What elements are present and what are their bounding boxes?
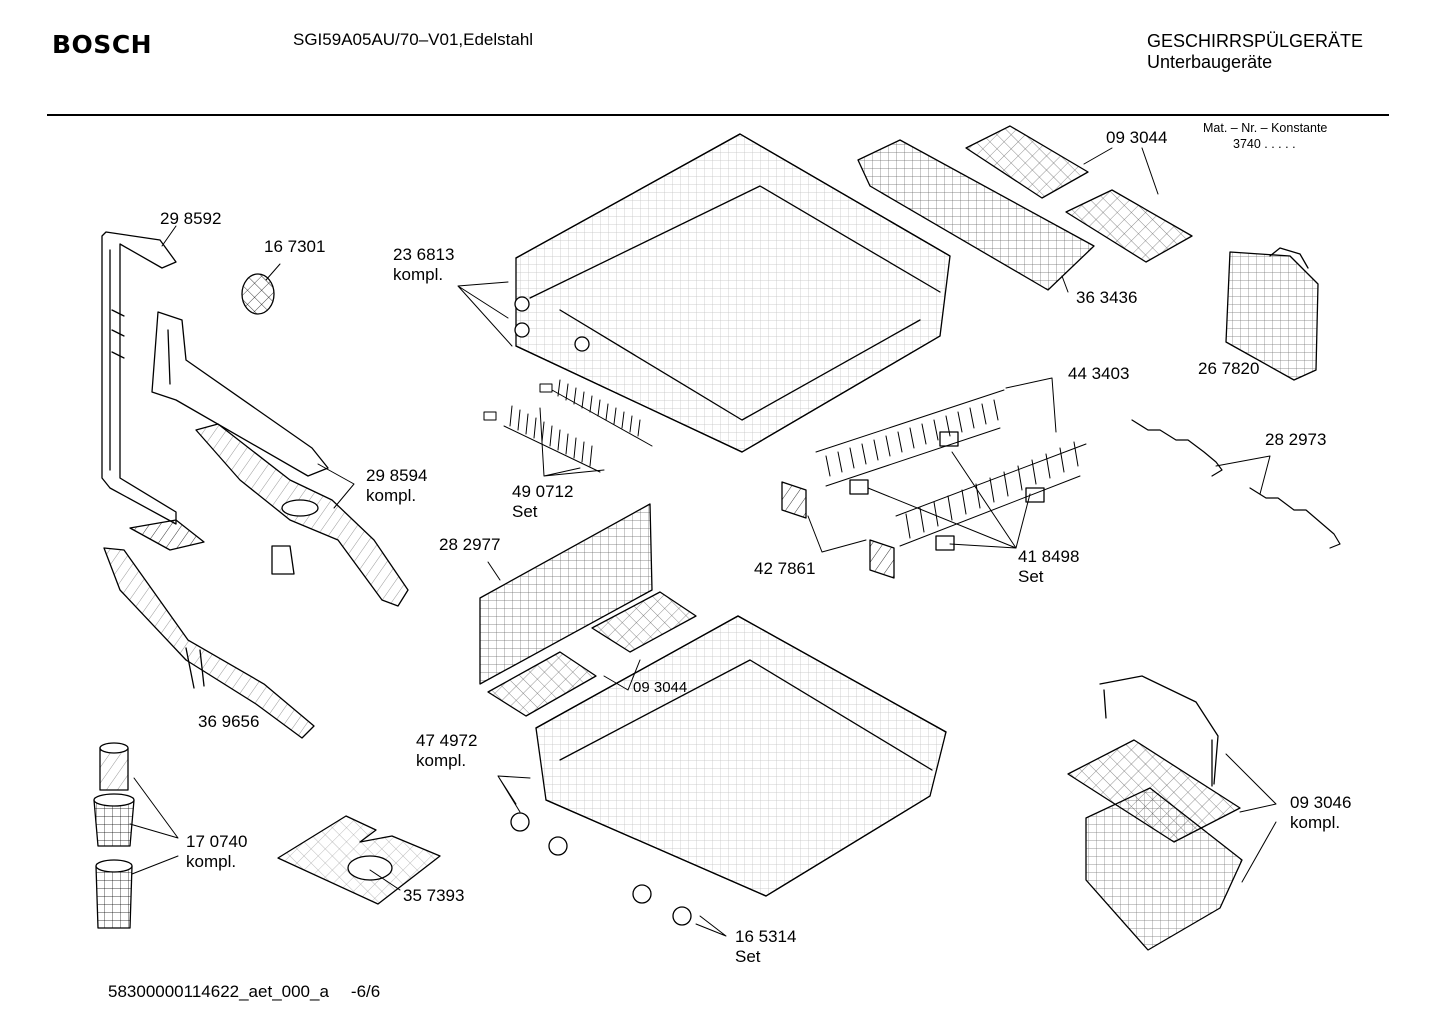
- leader-lines: [130, 148, 1276, 936]
- header-rule: [47, 114, 1389, 116]
- tine-rows-upper: [484, 380, 652, 472]
- part-label: 42 7861: [754, 559, 816, 578]
- upper-spray-arm: [152, 312, 328, 476]
- brand-logo: BOSCH: [52, 30, 153, 59]
- strainer-cap: [242, 274, 274, 314]
- filter-assembly: [94, 743, 134, 928]
- part-label: 16 7301: [264, 237, 326, 256]
- middle-spray-arm: [196, 424, 408, 606]
- part-label: 09 3044: [633, 679, 688, 696]
- cutlery-basket-small: [1226, 248, 1318, 380]
- category-subtitle: Unterbaugeräte: [1147, 52, 1273, 72]
- fold-down-inserts-lower: [488, 592, 696, 716]
- spray-arm-nozzle-base: [130, 520, 294, 574]
- lower-basket: [511, 616, 946, 925]
- rack-clips: [782, 432, 1044, 578]
- model-number: SGI59A05AU/70–V01,Edelstahl: [293, 30, 534, 49]
- fold-down-inserts-upper: [966, 126, 1192, 262]
- category-heading: GESCHIRRSPÜLGERÄTE Unterbaugeräte: [1147, 31, 1363, 73]
- cup-shelf-rails: [1132, 420, 1340, 548]
- footer: 58300000114622_aet_000_a -6/6: [108, 982, 380, 1002]
- category-title: GESCHIRRSPÜLGERÄTE: [1147, 31, 1364, 51]
- part-label: 35 7393: [403, 886, 465, 905]
- tine-racks-lower: [816, 390, 1086, 546]
- document-id: 58300000114622_aet_000_a: [108, 982, 329, 1001]
- page-number: -6/6: [350, 982, 381, 1001]
- lower-spray-arm: [104, 548, 314, 738]
- plate-rack-insert: [480, 504, 652, 684]
- part-label: 44 3403: [1068, 364, 1130, 383]
- fine-filter-plate: [278, 816, 440, 904]
- cutlery-basket-large: [1068, 676, 1242, 950]
- material-note: Mat. – Nr. – Konstante 3740 . . . . .: [1203, 120, 1327, 152]
- upper-basket: [515, 134, 950, 452]
- upper-feed-pipe: [102, 232, 176, 524]
- part-label: 28 2973: [1265, 430, 1327, 449]
- material-note-title: Mat. – Nr. – Konstante: [1203, 121, 1328, 135]
- part-label: 28 2977: [439, 535, 501, 554]
- part-label: 26 7820: [1198, 359, 1260, 378]
- cutlery-tray: [858, 140, 1094, 290]
- material-note-value: 3740 . . . . .: [1233, 137, 1296, 151]
- part-label: 09 3044: [1106, 128, 1168, 147]
- part-label: 36 9656: [198, 712, 260, 731]
- part-label: 29 8592: [160, 209, 222, 228]
- part-label: 36 3436: [1076, 288, 1138, 307]
